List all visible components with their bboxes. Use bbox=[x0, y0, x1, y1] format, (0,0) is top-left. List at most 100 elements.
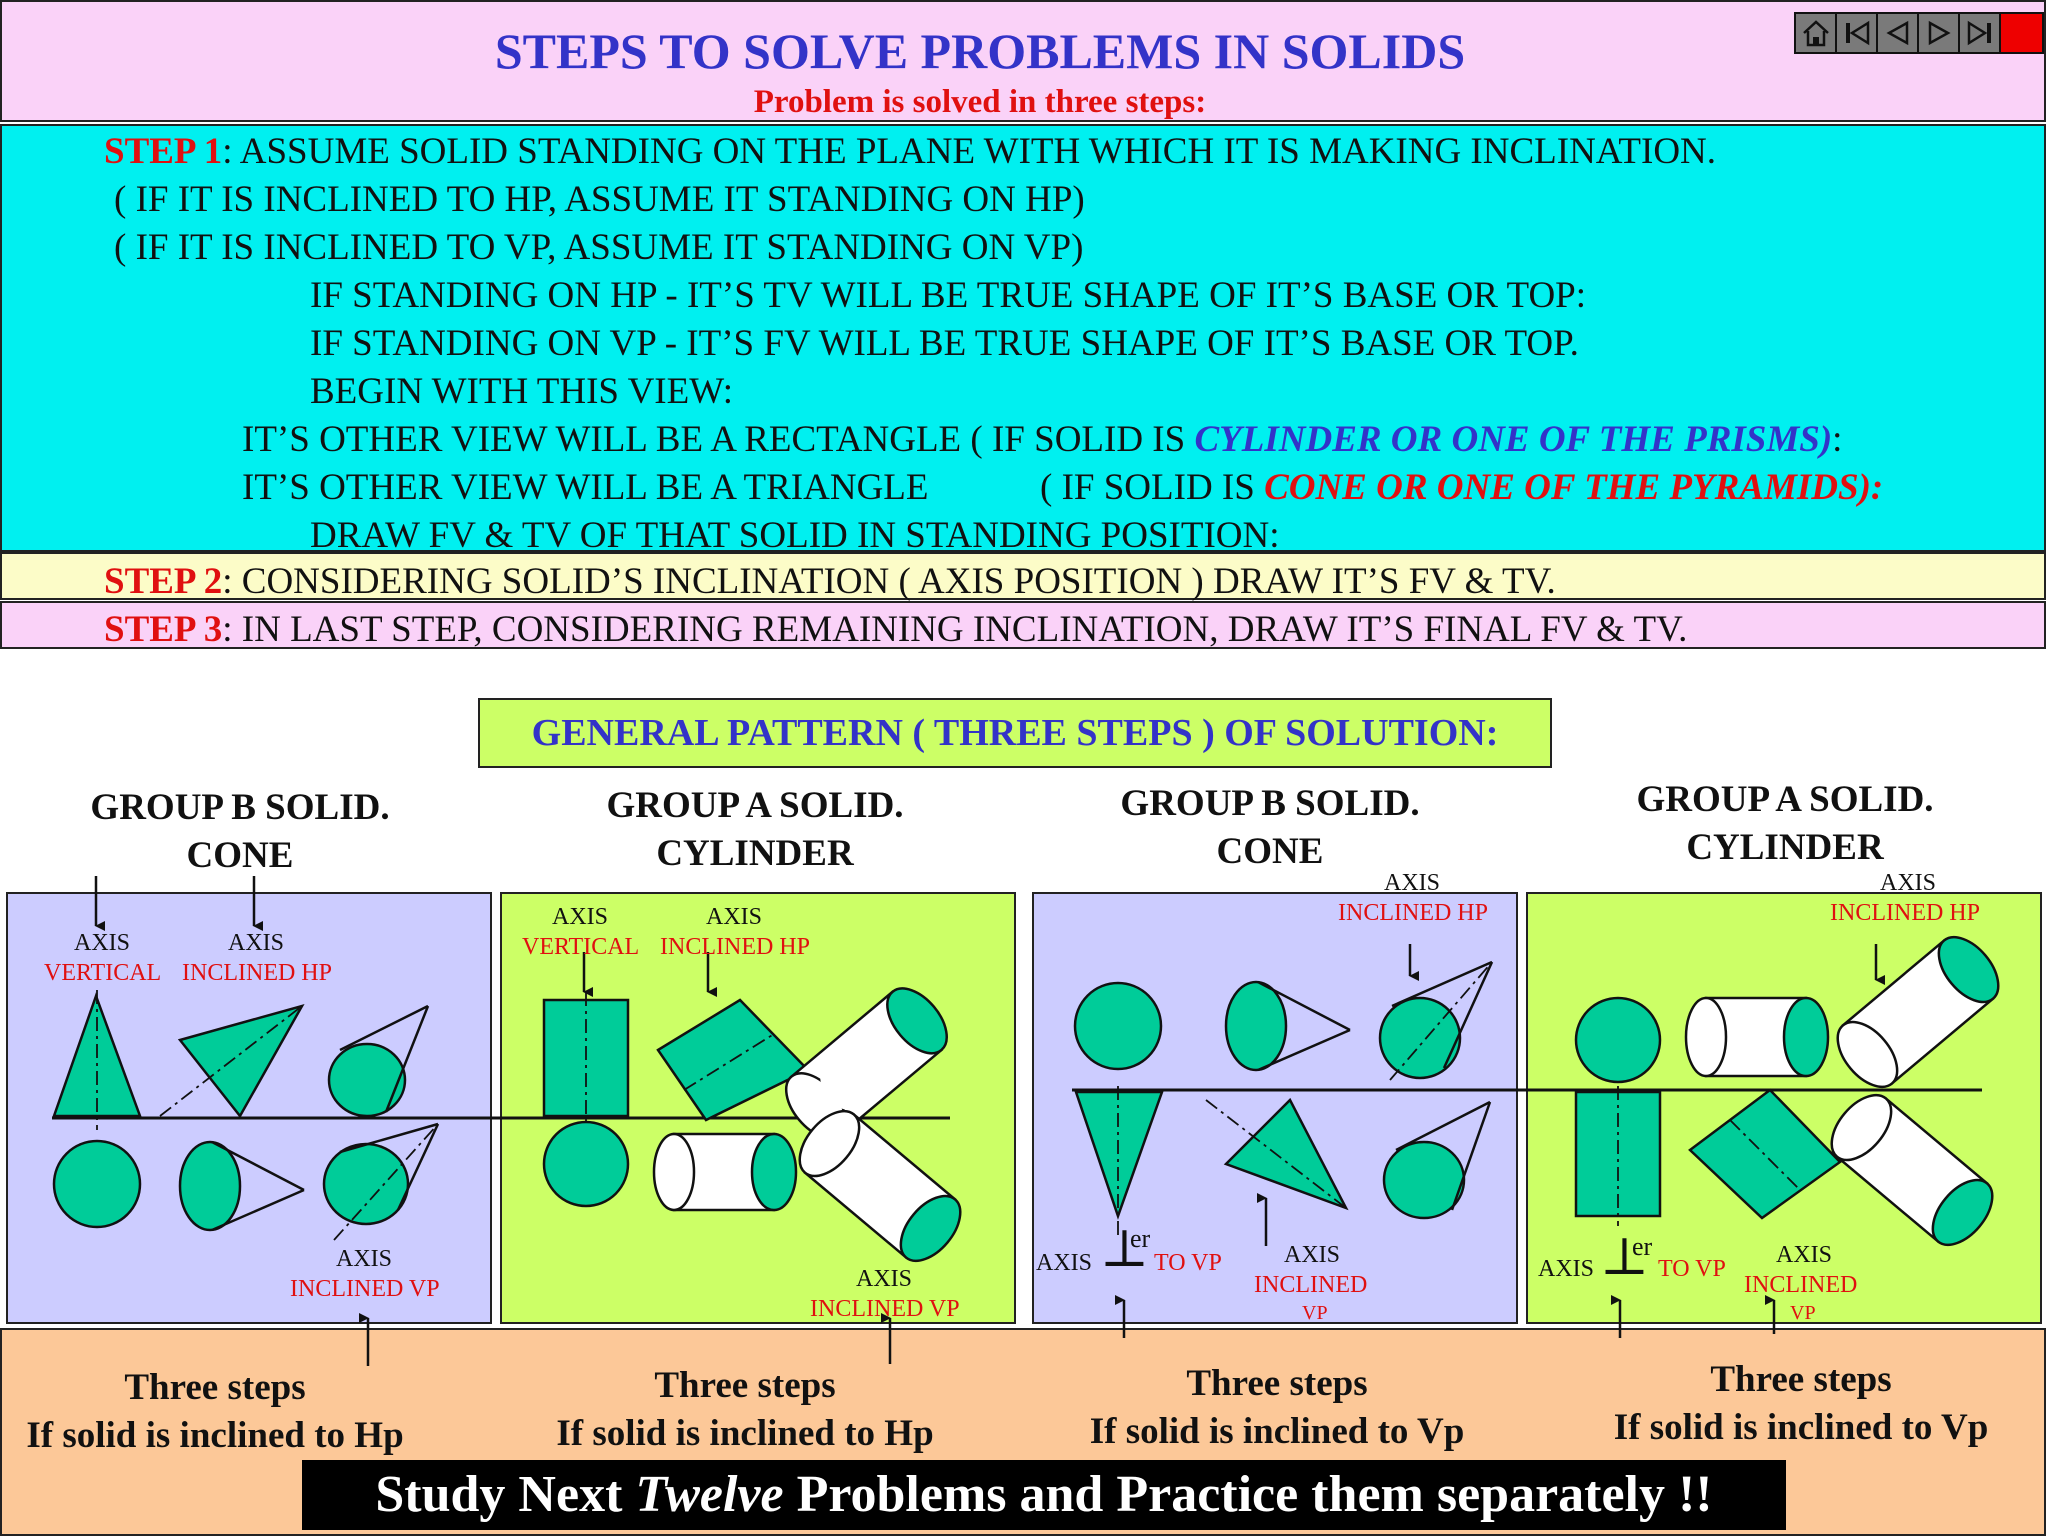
cone-inclined-front-view bbox=[177, 1003, 305, 1119]
cone-final-top-view bbox=[322, 1142, 410, 1226]
axis-label: AXIS bbox=[1538, 1256, 1595, 1282]
axis-label: AXIS bbox=[1776, 1242, 1833, 1268]
tri-mid: ( IF SOLID IS bbox=[1040, 467, 1265, 508]
next-slide-icon[interactable] bbox=[1919, 14, 1960, 52]
study-suffix: Problems and Practice them separately !! bbox=[783, 1466, 1713, 1523]
inclined-label: INCLINED bbox=[1744, 1272, 1858, 1298]
inclined-vp-label: INCLINED VP bbox=[290, 1276, 440, 1302]
step3-text: : IN LAST STEP, CONSIDERING REMAINING IN… bbox=[222, 609, 1688, 650]
caption-inclined-hp: If solid is inclined to Hp bbox=[26, 1415, 404, 1456]
general-pattern-heading: GENERAL PATTERN ( THREE STEPS ) OF SOLUT… bbox=[478, 698, 1552, 768]
slide-navigation bbox=[1794, 12, 2044, 54]
group-1-line1: GROUP B SOLID. bbox=[90, 787, 390, 828]
axis-label: AXIS bbox=[74, 930, 131, 956]
axis-vertical-label: VERTICAL bbox=[522, 934, 640, 960]
study-prefix: Study Next bbox=[375, 1466, 636, 1523]
group-heading-1: GROUP B SOLID. CONE bbox=[40, 784, 440, 880]
title-banner bbox=[0, 0, 2046, 122]
axis-label: AXIS bbox=[1036, 1250, 1093, 1276]
caption-inclined-vp: If solid is inclined to Vp bbox=[1089, 1411, 1465, 1452]
cylinder-final-top-view bbox=[798, 1109, 962, 1263]
group-4-line2: CYLINDER bbox=[1686, 827, 1884, 868]
axis-label: AXIS bbox=[336, 1246, 393, 1272]
cylinder-vp-front-base bbox=[1574, 996, 1662, 1084]
er-superscript: er bbox=[1632, 1232, 1653, 1261]
perpendicular-symbol: ⊥ bbox=[1600, 1229, 1649, 1286]
step1-vp-fv: IF STANDING ON VP - IT’S FV WILL BE TRUE… bbox=[310, 323, 1579, 364]
end-show-icon[interactable] bbox=[2001, 14, 2042, 52]
cone-vp-top-view bbox=[1074, 1090, 1164, 1220]
group-1-line2: CONE bbox=[186, 835, 294, 876]
group-heading-2: GROUP A SOLID.CYLINDER bbox=[555, 782, 955, 878]
cone-vp-front-base bbox=[1073, 981, 1163, 1071]
axis-vertical-label: VERTICAL bbox=[44, 960, 162, 986]
cone-inclined-top-view bbox=[178, 1140, 242, 1232]
step1-text: : ASSUME SOLID STANDING ON THE PLANE WIT… bbox=[222, 131, 1717, 172]
step1-triangle-line-2: ( IF SOLID IS CONE OR ONE OF THE PYRAMID… bbox=[1040, 466, 1883, 509]
axis-label: AXIS bbox=[1384, 870, 1441, 896]
group-3-line1: GROUP B SOLID. bbox=[1120, 783, 1420, 824]
step1-panel bbox=[0, 124, 2046, 552]
inclined-hp-label: INCLINED HP bbox=[182, 960, 332, 986]
previous-slide-icon[interactable] bbox=[1878, 14, 1919, 52]
inclined-hp-label: INCLINED HP bbox=[1338, 900, 1488, 926]
cylinder-vp-group bbox=[1574, 935, 2000, 1338]
group-3-line2: CONE bbox=[1216, 831, 1324, 872]
tri-emphasis: CONE OR ONE OF THE PYRAMIDS): bbox=[1264, 467, 1884, 508]
step2-text: : CONSIDERING SOLID’S INCLINATION ( AXIS… bbox=[222, 561, 1556, 602]
caption-group-4: Three steps If solid is inclined to Vp bbox=[1586, 1356, 2016, 1452]
vp-label: VP bbox=[1302, 1302, 1328, 1324]
step2-label: STEP 2 bbox=[104, 561, 223, 602]
step3-line: STEP 3: IN LAST STEP, CONSIDERING REMAIN… bbox=[104, 608, 1687, 651]
study-emphasis: Twelve bbox=[635, 1466, 784, 1523]
step1-draw: DRAW FV & TV OF THAT SOLID IN STANDING P… bbox=[310, 515, 1280, 556]
step1-hp-case: ( IF IT IS INCLINED TO HP, ASSUME IT STA… bbox=[114, 179, 1085, 220]
caption-three-steps: Three steps bbox=[124, 1367, 306, 1408]
step1-triangle-line: IT’S OTHER VIEW WILL BE A TRIANGLE bbox=[242, 466, 929, 509]
group-heading-4: GROUP A SOLID. CYLINDER bbox=[1585, 776, 1985, 872]
first-slide-icon[interactable] bbox=[1837, 14, 1878, 52]
cone-final-front-base bbox=[327, 1042, 407, 1118]
cone-hp-group bbox=[52, 876, 440, 1366]
step1-label: STEP 1 bbox=[104, 131, 223, 172]
axis-label: AXIS bbox=[552, 904, 609, 930]
caption-inclined-vp: If solid is inclined to Vp bbox=[1613, 1407, 1989, 1448]
step1-hp-tv: IF STANDING ON HP - IT’S TV WILL BE TRUE… bbox=[310, 275, 1587, 316]
step1-vp-case: ( IF IT IS INCLINED TO VP, ASSUME IT STA… bbox=[114, 227, 1084, 268]
cone-top-view bbox=[52, 1139, 142, 1229]
rect-suffix: : bbox=[1832, 419, 1843, 460]
inclined-vp-label: INCLINED VP bbox=[810, 1296, 960, 1322]
step2-line: STEP 2: CONSIDERING SOLID’S INCLINATION … bbox=[104, 560, 1556, 603]
page-subtitle: Problem is solved in three steps: bbox=[753, 84, 1207, 120]
cylinder-hp-group bbox=[542, 952, 962, 1364]
er-superscript: er bbox=[1130, 1224, 1151, 1253]
step1-heading: STEP 1: ASSUME SOLID STANDING ON THE PLA… bbox=[104, 130, 1716, 173]
group-4-line1: GROUP A SOLID. bbox=[1636, 779, 1934, 820]
axis-label: AXIS bbox=[856, 1266, 913, 1292]
axis-label: AXIS bbox=[706, 904, 763, 930]
step1-rectangle-line: IT’S OTHER VIEW WILL BE A RECTANGLE ( IF… bbox=[242, 418, 1842, 461]
home-icon[interactable] bbox=[1796, 14, 1837, 52]
step3-panel bbox=[0, 601, 2046, 649]
step1-begin: BEGIN WITH THIS VIEW: bbox=[310, 371, 734, 412]
page-title: STEPS TO SOLVE PROBLEMS IN SOLIDS bbox=[494, 23, 1466, 79]
caption-group-1: Three steps If solid is inclined to Hp bbox=[0, 1364, 430, 1460]
cylinder-top-view bbox=[542, 1120, 630, 1208]
axis-label: AXIS bbox=[1284, 1242, 1341, 1268]
rect-emphasis: CYLINDER OR ONE OF THE PRISMS) bbox=[1194, 419, 1833, 460]
axis-label: AXIS bbox=[228, 930, 285, 956]
axis-label: AXIS bbox=[1880, 870, 1937, 896]
to-vp-label: TO VP bbox=[1154, 1250, 1222, 1276]
perpendicular-symbol: ⊥ bbox=[1100, 1221, 1149, 1278]
group-heading-3: GROUP B SOLID. CONE bbox=[1070, 780, 1470, 876]
last-slide-icon[interactable] bbox=[1960, 14, 2001, 52]
rect-prefix: IT’S OTHER VIEW WILL BE A RECTANGLE ( IF… bbox=[242, 419, 1195, 460]
cone-vp-group bbox=[1073, 944, 1494, 1338]
step3-label: STEP 3 bbox=[104, 609, 223, 650]
to-vp-label: TO VP bbox=[1658, 1256, 1726, 1282]
caption-three-steps: Three steps bbox=[654, 1365, 836, 1406]
study-banner: Study Next Twelve Problems and Practice … bbox=[302, 1460, 1786, 1530]
caption-three-steps: Three steps bbox=[1710, 1359, 1892, 1400]
